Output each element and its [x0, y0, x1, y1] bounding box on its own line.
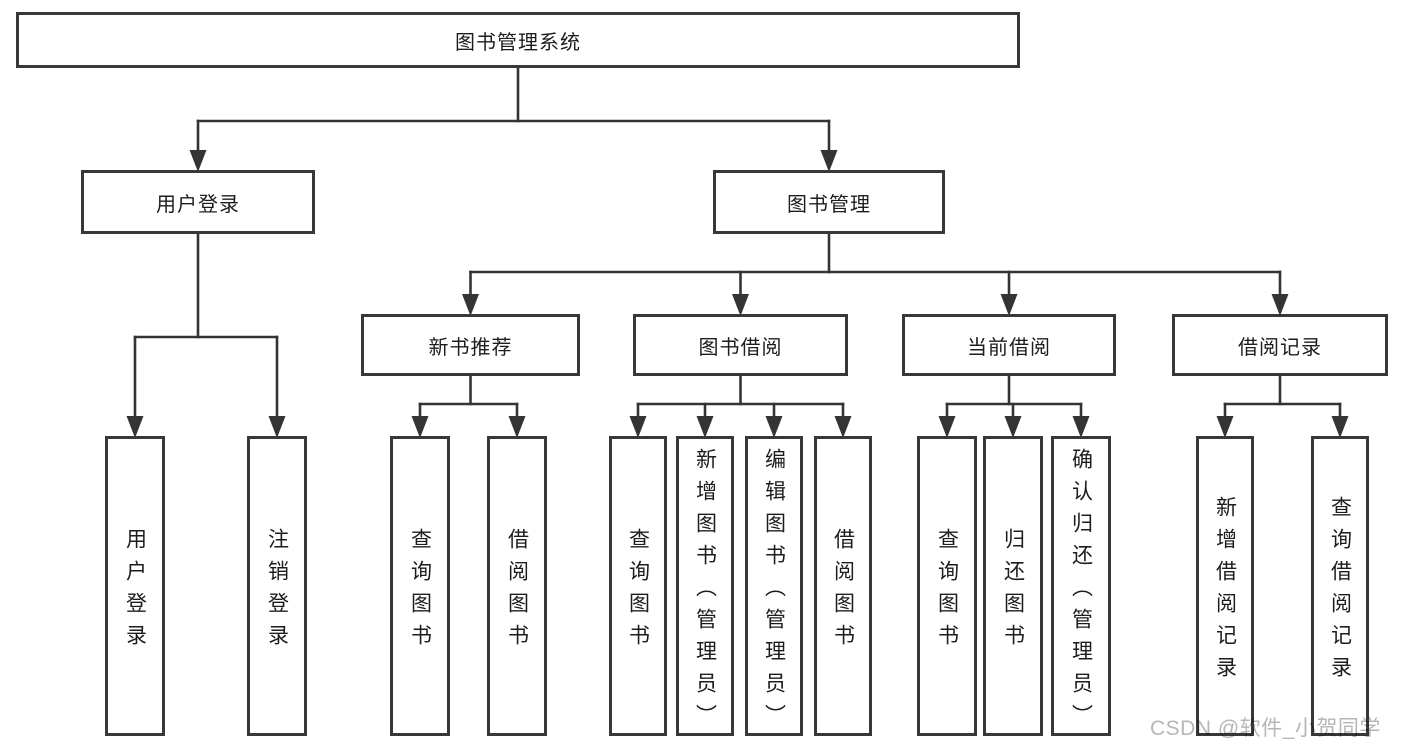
node-label-library-management-system: 图书管理系统 — [455, 31, 581, 54]
node-leaf-add-borrow-record: 新增借阅记录 — [1196, 436, 1254, 736]
node-label-current-borrowing: 当前借阅 — [967, 336, 1051, 359]
node-leaf-confirm-return-admin: 确认归还（管理员） — [1051, 436, 1111, 736]
node-leaf-borrow-books-b: 借阅图书 — [814, 436, 872, 736]
node-leaf-query-books-a: 查询图书 — [390, 436, 450, 736]
arrow-down-icon — [1271, 294, 1289, 316]
node-new-book-recommend: 新书推荐 — [361, 314, 580, 376]
node-label-leaf-query-books-c: 查询图书 — [935, 527, 959, 656]
node-label-leaf-return-books: 归还图书 — [1001, 527, 1025, 656]
node-library-management-system: 图书管理系统 — [16, 12, 1020, 68]
node-book-borrowing: 图书借阅 — [633, 314, 848, 376]
node-label-leaf-query-books-a: 查询图书 — [408, 527, 432, 656]
node-label-user-login-module: 用户登录 — [156, 193, 240, 216]
node-leaf-return-books: 归还图书 — [983, 436, 1043, 736]
arrow-down-icon — [1216, 416, 1234, 438]
node-leaf-query-borrow-record: 查询借阅记录 — [1311, 436, 1369, 736]
node-label-leaf-query-borrow-record: 查询借阅记录 — [1328, 495, 1352, 688]
node-leaf-query-books-c: 查询图书 — [917, 436, 977, 736]
node-label-leaf-logout: 注销登录 — [265, 527, 289, 656]
node-label-leaf-borrow-books-b: 借阅图书 — [831, 527, 855, 656]
arrow-down-icon — [732, 294, 749, 316]
arrow-down-icon — [189, 150, 207, 172]
arrow-down-icon — [1000, 294, 1018, 316]
node-label-leaf-add-books-admin: 新增图书（管理员） — [693, 447, 717, 736]
node-leaf-query-books-b: 查询图书 — [609, 436, 667, 736]
arrow-down-icon — [834, 416, 852, 438]
arrow-down-icon — [126, 416, 144, 438]
node-label-book-borrowing: 图书借阅 — [698, 336, 783, 359]
arrow-down-icon — [629, 416, 647, 438]
arrow-down-icon — [938, 416, 956, 438]
node-label-leaf-borrow-books-a: 借阅图书 — [505, 527, 529, 656]
arrow-down-icon — [462, 294, 479, 316]
node-borrowing-records: 借阅记录 — [1172, 314, 1388, 376]
node-leaf-user-login: 用户登录 — [105, 436, 165, 736]
node-book-management: 图书管理 — [713, 170, 945, 234]
node-label-leaf-add-borrow-record: 新增借阅记录 — [1213, 495, 1237, 688]
arrow-down-icon — [1331, 416, 1349, 438]
arrow-down-icon — [268, 416, 286, 438]
node-label-borrowing-records: 借阅记录 — [1238, 336, 1322, 359]
node-current-borrowing: 当前借阅 — [902, 314, 1116, 376]
arrow-down-icon — [696, 416, 714, 438]
watermark: CSDN @软件_小贺同学 — [1150, 717, 1381, 740]
node-leaf-edit-books-admin: 编辑图书（管理员） — [745, 436, 803, 736]
node-leaf-borrow-books-a: 借阅图书 — [487, 436, 547, 736]
node-leaf-logout: 注销登录 — [247, 436, 307, 736]
arrow-down-icon — [820, 150, 838, 172]
node-label-leaf-user-login: 用户登录 — [123, 527, 147, 656]
node-label-new-book-recommend: 新书推荐 — [428, 336, 513, 359]
node-leaf-add-books-admin: 新增图书（管理员） — [676, 436, 734, 736]
arrow-down-icon — [1004, 416, 1022, 438]
arrow-down-icon — [1072, 416, 1090, 438]
arrow-down-icon — [411, 416, 429, 438]
node-label-book-management: 图书管理 — [787, 193, 871, 216]
node-label-leaf-edit-books-admin: 编辑图书（管理员） — [762, 447, 786, 736]
arrow-down-icon — [765, 416, 783, 438]
node-user-login-module: 用户登录 — [81, 170, 315, 234]
node-label-leaf-query-books-b: 查询图书 — [626, 527, 650, 656]
node-label-leaf-confirm-return-admin: 确认归还（管理员） — [1069, 447, 1093, 736]
arrow-down-icon — [508, 416, 526, 438]
